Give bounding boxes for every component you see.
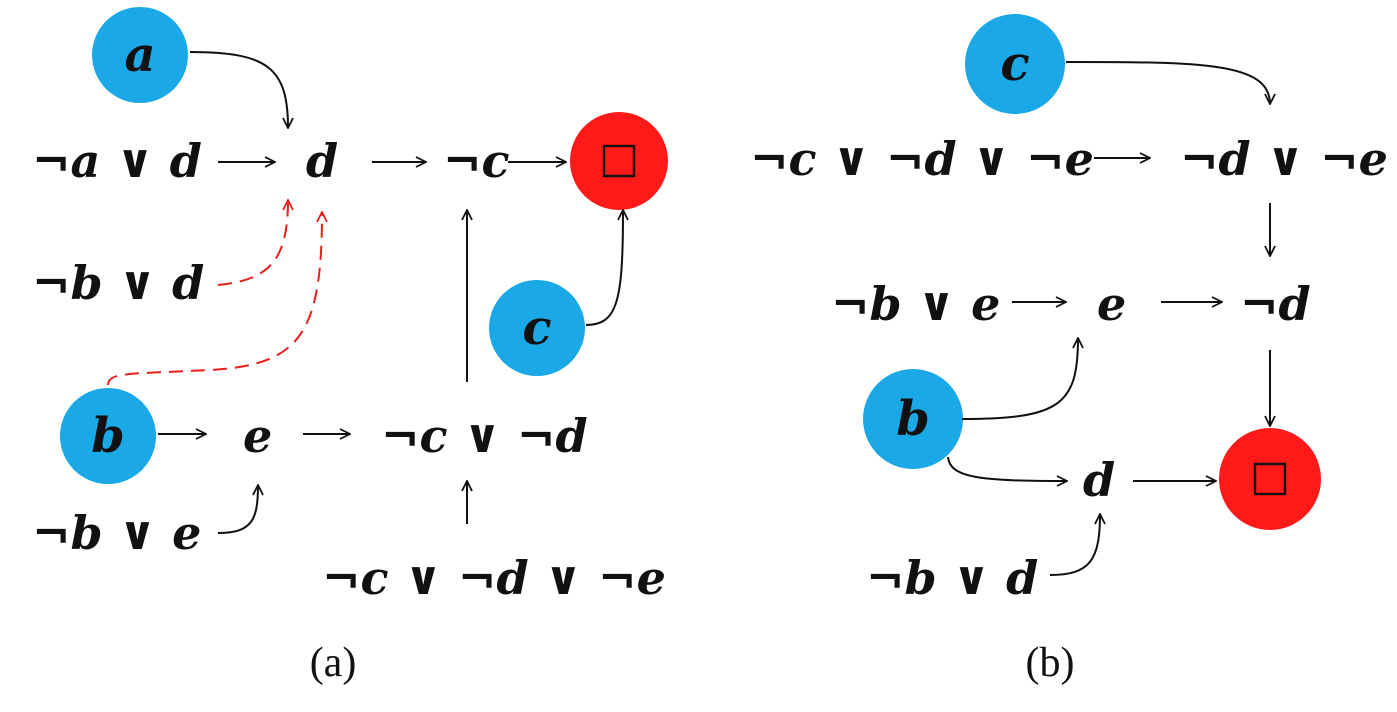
decision-node-b-b: b xyxy=(863,369,963,469)
decision-node-b-b-circle xyxy=(863,369,963,469)
decision-node-a-label: a xyxy=(124,27,155,83)
arrow-c-to-nd-or-ne xyxy=(1065,61,1270,104)
decision-node-c-b-label: c xyxy=(1000,36,1029,92)
decision-node-b: b xyxy=(60,388,156,484)
decision-node-b-b-label: b xyxy=(896,391,930,447)
decision-node-c-label: c xyxy=(522,300,551,356)
decision-node-a: a xyxy=(92,7,188,103)
panel-a: a c b ¬a ∨ d d ¬c ¬b ∨ d e ¬c ∨ ¬d ¬b ∨ … xyxy=(32,7,668,686)
decision-node-c-b-circle xyxy=(965,14,1065,114)
dashed-arrow-nb-or-d-to-d xyxy=(217,200,288,286)
literal-nc: ¬c xyxy=(443,134,510,188)
clause-nb-or-d-b: ¬b ∨ d xyxy=(866,551,1038,605)
panel-b: c b ¬c ∨ ¬d ∨ ¬e ¬d ∨ ¬e ¬b ∨ e e ¬d d ¬… xyxy=(750,14,1388,686)
decision-node-c: c xyxy=(489,280,585,376)
literal-d-b: d xyxy=(1083,453,1115,507)
decision-node-a-circle xyxy=(92,7,188,103)
empty-clause-box-icon-b xyxy=(1253,462,1287,496)
literal-e-b: e xyxy=(1097,277,1126,331)
literal-d: d xyxy=(306,134,338,188)
arrow-a-to-d xyxy=(189,51,288,128)
clause-nc-nd-ne: ¬c ∨ ¬d ∨ ¬e xyxy=(322,551,666,605)
dashed-arrow-b-to-d xyxy=(107,212,322,386)
empty-clause-box-icon xyxy=(602,144,636,178)
arrow-c-to-conflict xyxy=(585,210,623,326)
caption-b: (b) xyxy=(1026,640,1075,686)
literal-e: e xyxy=(243,409,272,463)
arrow-nb-or-d-to-d xyxy=(1049,514,1100,576)
conflict-node-b-circle xyxy=(1219,428,1321,530)
clause-nb-or-e-b: ¬b ∨ e xyxy=(831,277,1000,331)
decision-node-b-label: b xyxy=(91,408,125,464)
clause-nb-or-d: ¬b ∨ d xyxy=(32,256,204,310)
decision-node-c-b: c xyxy=(965,14,1065,114)
literal-nd-or-ne: ¬d ∨ ¬e xyxy=(1180,132,1388,186)
clause-nb-or-e: ¬b ∨ e xyxy=(32,506,201,560)
conflict-node xyxy=(570,112,668,210)
literal-nc-or-nd: ¬c ∨ ¬d xyxy=(381,409,588,463)
conflict-node-circle xyxy=(570,112,668,210)
caption-a: (a) xyxy=(310,640,357,686)
decision-node-c-circle xyxy=(489,280,585,376)
decision-node-b-circle xyxy=(60,388,156,484)
clause-nc-nd-ne-b: ¬c ∨ ¬d ∨ ¬e xyxy=(750,132,1094,186)
arrow-b-to-e xyxy=(961,338,1078,420)
arrow-nb-or-e-to-e xyxy=(217,485,258,534)
literal-nd-b: ¬d xyxy=(1240,277,1311,331)
arrow-b-to-d xyxy=(947,456,1067,481)
conflict-node-b xyxy=(1219,428,1321,530)
clause-na-or-d: ¬a ∨ d xyxy=(32,134,202,188)
